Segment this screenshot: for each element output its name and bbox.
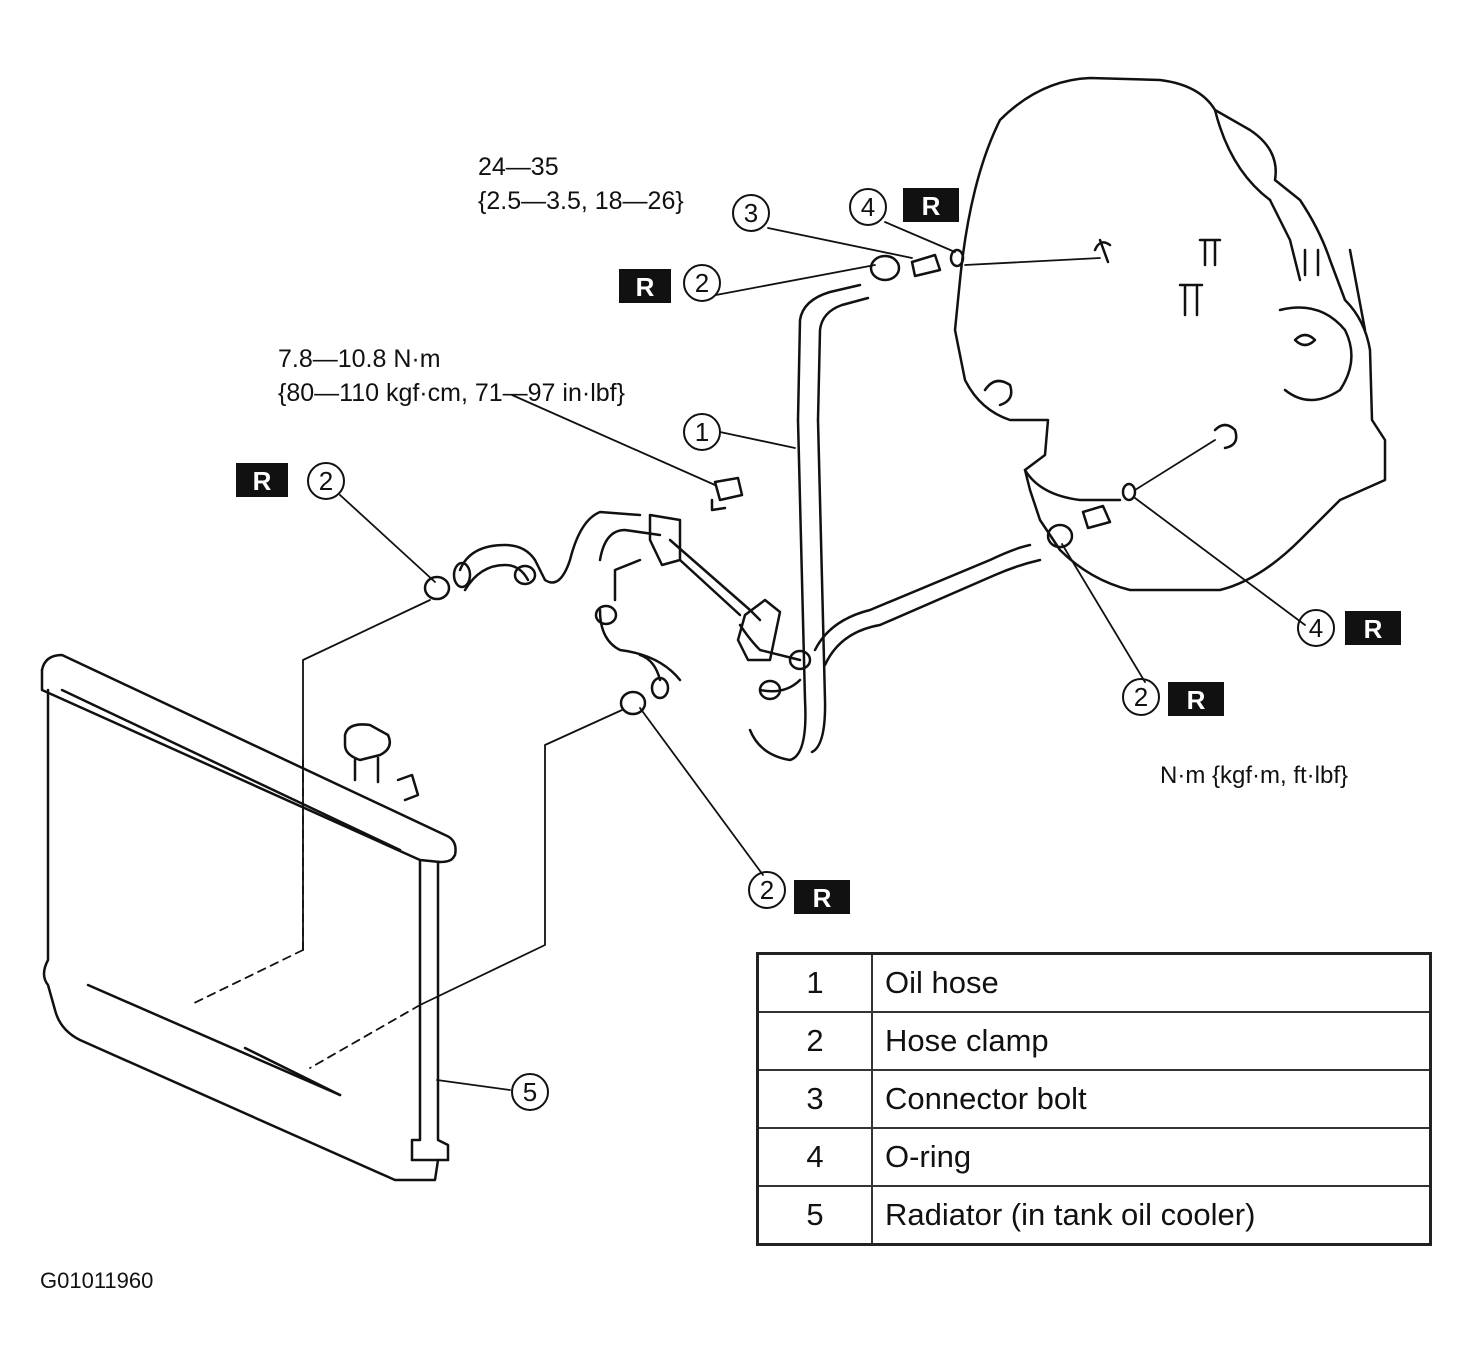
callout-5: 5 — [523, 1077, 537, 1107]
legend-number: 1 — [756, 952, 873, 1013]
leader-lines — [339, 221, 1306, 1091]
hose-clamps — [423, 254, 1074, 716]
radiator — [40, 653, 457, 1182]
legend-number: 4 — [756, 1127, 873, 1187]
bracket-bolt-torque: 7.8—10.8 N·m {80—110 kgf·cm, 71—97 in·lb… — [278, 342, 625, 410]
callout-2-right: 2 — [1134, 682, 1148, 712]
callout-circles — [307, 188, 1335, 1111]
replace-badge-text: R — [813, 883, 832, 913]
torque-value: 24—35 — [478, 153, 559, 181]
callout-4-right: 4 — [1309, 613, 1323, 643]
figure-id: G01011960 — [40, 1268, 154, 1293]
connector-bolts — [452, 253, 1112, 700]
connection-lines — [189, 599, 623, 1069]
callout-2-left: 2 — [319, 466, 333, 496]
legend-number: 2 — [756, 1011, 873, 1071]
o-rings — [949, 248, 1137, 502]
transmission-case — [953, 76, 1387, 592]
oil-hose-assembly — [458, 283, 1042, 762]
callout-1: 1 — [695, 417, 709, 447]
replace-badge-text: R — [636, 272, 655, 302]
legend-name: Radiator (in tank oil cooler) — [871, 1185, 1432, 1246]
legend-row: 5 Radiator (in tank oil cooler) — [756, 1185, 1432, 1246]
torque-value-alt-units: {80—110 kgf·cm, 71—97 in·lbf} — [278, 379, 625, 407]
callout-2-bottom: 2 — [760, 875, 774, 905]
replace-badge-text: R — [1364, 614, 1383, 644]
callout-2-top: 2 — [695, 268, 709, 298]
replace-badges — [236, 188, 1401, 914]
legend-name: O-ring — [871, 1127, 1432, 1187]
legend-number: 5 — [756, 1185, 873, 1246]
legend-name: Oil hose — [871, 952, 1432, 1013]
legend-row: 2 Hose clamp — [756, 1011, 1432, 1071]
torque-value-alt-units: {2.5—3.5, 18—26} — [478, 187, 684, 215]
callout-4-top: 4 — [861, 192, 875, 222]
replace-badge-text: R — [1187, 685, 1206, 715]
legend-row: 3 Connector bolt — [756, 1069, 1432, 1129]
legend-row: 4 O-ring — [756, 1127, 1432, 1187]
replace-badge-text: R — [922, 191, 941, 221]
legend-number: 3 — [756, 1069, 873, 1129]
legend-row: 1 Oil hose — [756, 952, 1432, 1013]
callout-3: 3 — [744, 198, 758, 228]
legend-name: Hose clamp — [871, 1011, 1432, 1071]
parts-legend: 1 Oil hose 2 Hose clamp 3 Connector bolt… — [756, 952, 1432, 1246]
connector-bolt-torque: 24—35 {2.5—3.5, 18—26} — [478, 150, 684, 218]
torque-value: 7.8—10.8 N·m — [278, 345, 441, 373]
legend-name: Connector bolt — [871, 1069, 1432, 1129]
units-note: N·m {kgf·m, ft·lbf} — [1160, 762, 1349, 789]
replace-badge-text: R — [253, 466, 272, 496]
